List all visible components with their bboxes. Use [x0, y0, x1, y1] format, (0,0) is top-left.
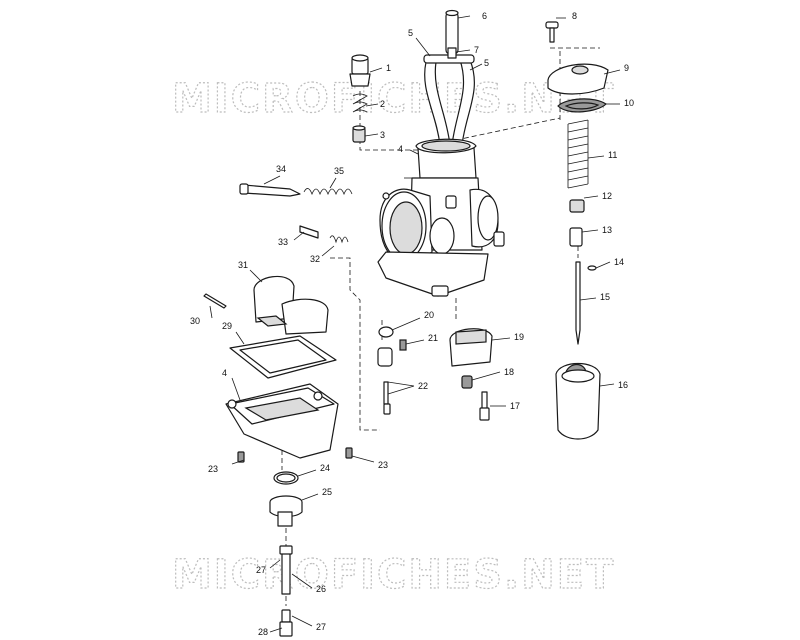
callout-6: 6: [482, 11, 487, 21]
callout-4-bowl: 4: [222, 368, 227, 378]
callout-31: 31: [238, 260, 248, 270]
callout-34: 34: [276, 164, 286, 174]
callout-14: 14: [614, 257, 624, 267]
callout-8: 8: [572, 11, 577, 21]
callout-26: 26: [316, 584, 326, 594]
callout-13: 13: [602, 225, 612, 235]
part-13-clip: [569, 227, 583, 247]
watermark-top: MICROFICHES.NET: [172, 76, 615, 122]
callout-35: 35: [334, 166, 344, 176]
part-1-jet-holder: [349, 54, 371, 87]
part-27-screw: [281, 609, 291, 623]
callout-5-right: 5: [484, 58, 489, 68]
callout-7: 7: [474, 45, 479, 55]
part-6-vent-tube: [445, 9, 459, 55]
callout-20: 20: [424, 310, 434, 320]
part-12-retainer: [569, 199, 585, 213]
part-19-float: [449, 328, 493, 367]
callout-9: 9: [624, 63, 629, 73]
watermark-bottom: MICROFICHES.NET: [172, 552, 615, 598]
part-35-spring: [303, 188, 353, 196]
callout-27-top: 27: [256, 565, 266, 575]
part-21-screw: [399, 339, 407, 351]
part-7-fitting: [447, 47, 457, 59]
part-11-spring: [567, 119, 589, 189]
callout-32: 32: [310, 254, 320, 264]
callout-16: 16: [618, 380, 628, 390]
part-9-cap: [547, 63, 609, 95]
callout-3: 3: [380, 130, 385, 140]
part-2-spring: [352, 93, 368, 113]
callout-22: 22: [418, 381, 428, 391]
callout-23-right: 23: [378, 460, 388, 470]
callout-25: 25: [322, 487, 332, 497]
part-14-clip: [587, 265, 597, 271]
part-18-needle-valve: [461, 375, 473, 389]
part-3-jet: [352, 125, 366, 143]
callout-33: 33: [278, 237, 288, 247]
callout-28: 28: [258, 627, 268, 637]
part-10-gasket: [557, 98, 607, 113]
callout-11: 11: [608, 150, 617, 160]
part-15-jet-needle: [575, 261, 581, 345]
part-23-screws: [237, 447, 353, 463]
part-30-pin: [203, 293, 227, 309]
callout-2: 2: [380, 99, 385, 109]
callout-29: 29: [222, 321, 232, 331]
callout-1: 1: [386, 63, 391, 73]
callout-17: 17: [510, 401, 520, 411]
callout-12: 12: [602, 191, 612, 201]
part-25-drain-plug: [269, 495, 303, 527]
part-16-throttle-slide: [555, 363, 601, 440]
callout-10: 10: [624, 98, 634, 108]
callout-24: 24: [320, 463, 330, 473]
part-17-needle: [479, 391, 490, 421]
callout-30: 30: [190, 316, 200, 326]
part-26-pin: [279, 545, 293, 595]
part-29-gasket: [229, 335, 337, 379]
part-31-cover: [253, 275, 329, 335]
callout-5-left: 5: [408, 28, 413, 38]
callout-19: 19: [514, 332, 524, 342]
part-20-o-ring: [378, 326, 394, 338]
part-34-screw: [239, 183, 301, 197]
part-28-screw: [279, 621, 293, 637]
part-33-air-screw: [299, 225, 319, 239]
callout-21: 21: [428, 333, 438, 343]
part-8-screw: [545, 21, 559, 43]
part-5-vent-hoses: [423, 54, 475, 146]
callout-15: 15: [600, 292, 610, 302]
leader-lines: [209, 15, 621, 633]
part-4-float-bowl: [225, 383, 339, 459]
callout-23-left: 23: [208, 464, 218, 474]
callout-27-bottom: 27: [316, 622, 326, 632]
carburetor-body: [377, 138, 505, 297]
part-32-spring: [329, 235, 349, 244]
callout-18: 18: [504, 367, 514, 377]
callout-labels: 1 2 3 4 4 5 5 6 7 8 9 10 11 12 13 14 15 …: [190, 11, 634, 637]
part-22-jets: [377, 347, 393, 415]
callout-4-body: 4: [398, 144, 403, 154]
